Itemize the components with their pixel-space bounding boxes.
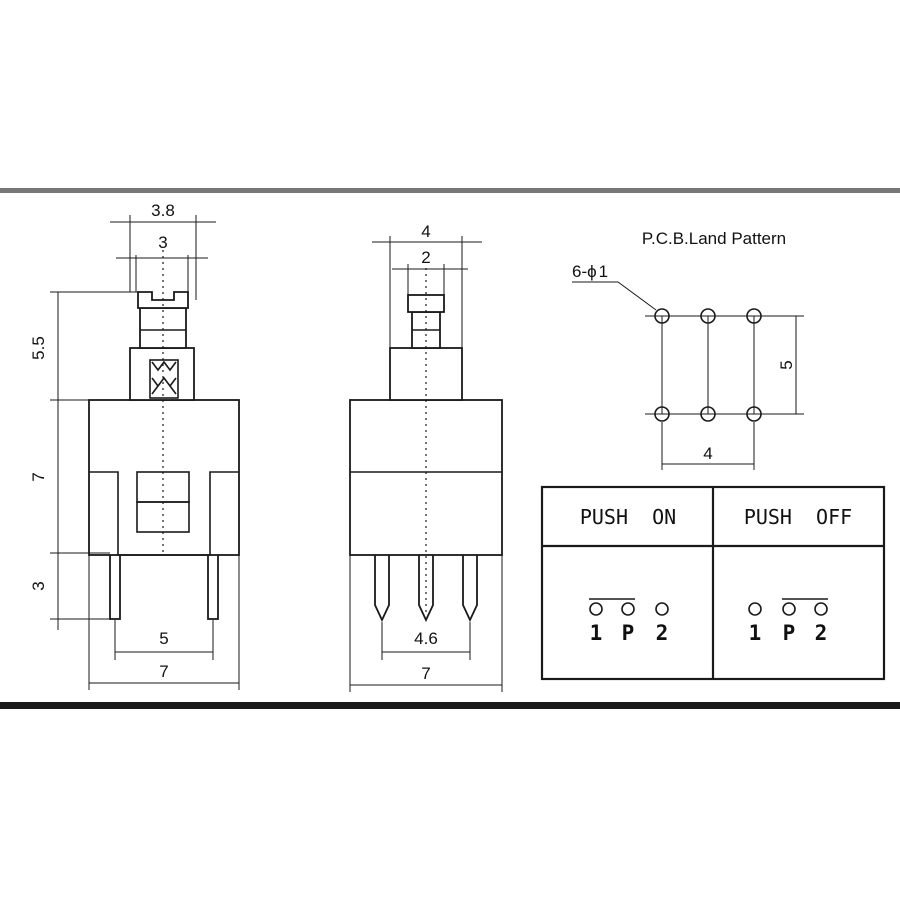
land-pattern-title: P.C.B.Land Pattern (642, 229, 786, 248)
front-view: 4 2 4.6 7 (349, 222, 503, 692)
hole-callout-leader (572, 281, 657, 311)
contact-circle (621, 602, 635, 616)
front-body (349, 399, 503, 556)
side-dim-pin-spacing: 5 (159, 629, 168, 648)
push-off-pin-2: 2 (815, 621, 828, 645)
land-hole (700, 406, 716, 422)
push-on-pin-1: 1 (590, 621, 603, 645)
push-off-pin-1: 1 (749, 621, 762, 645)
land-holes (654, 308, 762, 422)
land-dim-horizontal: 4 (703, 444, 712, 463)
side-dim-pin-length: 3 (29, 581, 48, 590)
side-dim-actuator-height: 5.5 (29, 336, 48, 360)
contact-circle (782, 602, 796, 616)
contact-circle (748, 602, 762, 616)
side-body-legs (89, 471, 239, 556)
side-pin-right (207, 552, 219, 620)
land-hole (654, 406, 670, 422)
front-dim-top-outer: 4 (421, 222, 430, 241)
push-off-symbol: 1 P 2 (748, 598, 828, 645)
switch-table: PUSH ON PUSH OFF 1 P 2 1 P 2 (540, 485, 886, 681)
push-on-header: PUSH ON (580, 505, 676, 529)
front-dim-top-inner: 2 (421, 248, 430, 267)
land-hole (654, 308, 670, 324)
side-dim-top-outer: 3.8 (151, 201, 175, 220)
front-dim-body-width: 7 (421, 664, 430, 683)
push-on-pin-p: P (622, 621, 635, 645)
front-actuator-cap (407, 294, 445, 313)
hole-callout-count: 6- (572, 262, 587, 281)
front-upper-housing (389, 347, 463, 401)
side-spring-window (149, 359, 179, 399)
contact-circle (589, 602, 603, 616)
spring-icon (151, 360, 177, 395)
diameter-symbol-icon: ϕ (587, 262, 597, 281)
side-dim-body-height: 7 (29, 472, 48, 481)
bottom-separator-rule (0, 702, 900, 709)
side-dim-body-width: 7 (159, 662, 168, 681)
land-dim-vertical: 5 (777, 360, 796, 369)
side-pin-left (109, 552, 121, 620)
side-dim-top-inner: 3 (158, 233, 167, 252)
land-hole (700, 308, 716, 324)
push-off-header: PUSH OFF (744, 505, 852, 529)
side-upper-housing (129, 347, 195, 401)
push-on-symbol: 1 P 2 (589, 598, 669, 645)
side-body (88, 399, 240, 556)
push-off-pin-p: P (783, 621, 796, 645)
contact-circle (814, 602, 828, 616)
land-hole (746, 406, 762, 422)
contact-circle (655, 602, 669, 616)
top-separator-rule (0, 188, 900, 193)
hole-callout-size: 1 (599, 262, 608, 281)
front-dim-pin-spacing: 4.6 (414, 629, 438, 648)
side-view: 3.8 3 5.5 7 3 5 7 (29, 201, 240, 690)
land-hole (746, 308, 762, 324)
push-on-pin-2: 2 (656, 621, 669, 645)
